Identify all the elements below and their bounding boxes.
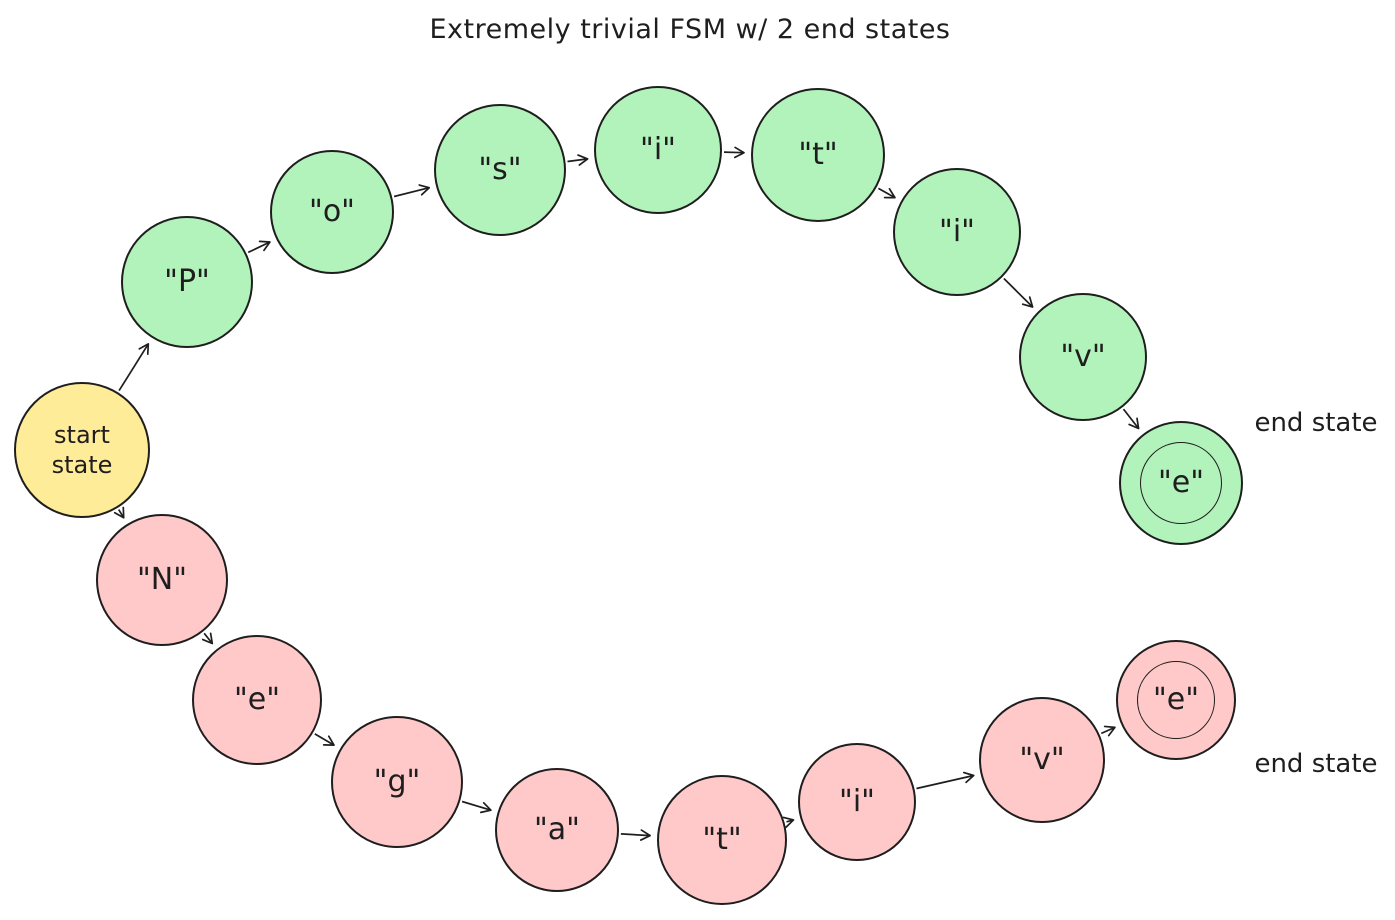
transition-arrow-neg-e1-neg-g bbox=[314, 733, 335, 746]
state-node-pos-t: "t" bbox=[751, 88, 885, 222]
state-node-pos-e: "e" bbox=[1119, 421, 1243, 545]
state-label: "i" bbox=[939, 214, 975, 250]
state-label: "i" bbox=[839, 784, 875, 820]
state-node-neg-e2: "e" bbox=[1116, 640, 1236, 760]
state-label: "i" bbox=[640, 132, 676, 168]
state-node-pos-i1: "i" bbox=[594, 86, 722, 214]
state-node-neg-N: "N" bbox=[96, 514, 228, 646]
state-node-neg-v: "v" bbox=[979, 697, 1105, 823]
state-node-pos-o: "o" bbox=[270, 150, 394, 274]
state-label: "P" bbox=[164, 264, 210, 300]
state-node-pos-s: "s" bbox=[434, 104, 566, 236]
state-node-pos-P: "P" bbox=[121, 216, 253, 348]
transition-arrow-neg-i-neg-v bbox=[916, 771, 975, 790]
state-node-neg-g: "g" bbox=[331, 716, 463, 848]
transition-arrow-pos-P-pos-o bbox=[247, 240, 271, 254]
transition-arrow-neg-v-neg-e2 bbox=[1100, 725, 1116, 737]
transition-arrow-pos-i1-pos-t bbox=[723, 146, 745, 159]
state-node-neg-t: "t" bbox=[657, 775, 787, 905]
transition-arrow-start-neg-N bbox=[113, 506, 125, 519]
state-node-neg-a: "a" bbox=[495, 768, 619, 892]
state-label: "o" bbox=[309, 194, 355, 230]
state-label: "a" bbox=[534, 812, 580, 848]
state-node-pos-i2: "i" bbox=[893, 168, 1021, 296]
state-label: "N" bbox=[136, 562, 188, 598]
state-node-pos-v: "v" bbox=[1019, 293, 1147, 421]
state-label: start state bbox=[51, 421, 113, 479]
transition-arrow-neg-t-neg-i bbox=[782, 816, 795, 828]
end-state-inner-ring bbox=[1137, 661, 1215, 739]
state-node-start: start state bbox=[14, 382, 150, 518]
transition-arrow-neg-N-neg-e1 bbox=[201, 632, 214, 645]
state-label: "e" bbox=[1152, 682, 1200, 718]
state-label: "t" bbox=[798, 137, 838, 173]
end-state-label-negative: end state bbox=[1254, 749, 1378, 779]
state-label: "v" bbox=[1019, 742, 1065, 778]
end-state-inner-ring bbox=[1140, 442, 1222, 524]
state-label: "v" bbox=[1060, 339, 1106, 375]
state-label: "e" bbox=[233, 682, 281, 718]
diagram-title: Extremely trivial FSM w/ 2 end states bbox=[429, 14, 951, 45]
state-node-neg-e1: "e" bbox=[192, 635, 322, 765]
state-node-neg-i: "i" bbox=[798, 743, 916, 861]
transition-arrow-pos-o-pos-s bbox=[393, 184, 431, 198]
transition-arrow-neg-g-neg-a bbox=[461, 800, 492, 814]
end-state-label-positive: end state bbox=[1254, 408, 1378, 438]
transition-arrow-start-pos-P bbox=[118, 343, 150, 392]
transition-arrow-pos-v-pos-e bbox=[1122, 408, 1140, 430]
transition-arrow-pos-i2-pos-v bbox=[1003, 277, 1034, 308]
transition-arrow-neg-a-neg-t bbox=[620, 829, 651, 841]
state-label: "e" bbox=[1157, 465, 1205, 501]
transition-arrow-pos-s-pos-i1 bbox=[567, 154, 589, 166]
state-label: "t" bbox=[702, 822, 742, 858]
state-label: "g" bbox=[373, 764, 421, 800]
transition-arrow-pos-t-pos-i2 bbox=[877, 187, 896, 199]
state-label: "s" bbox=[478, 152, 522, 188]
